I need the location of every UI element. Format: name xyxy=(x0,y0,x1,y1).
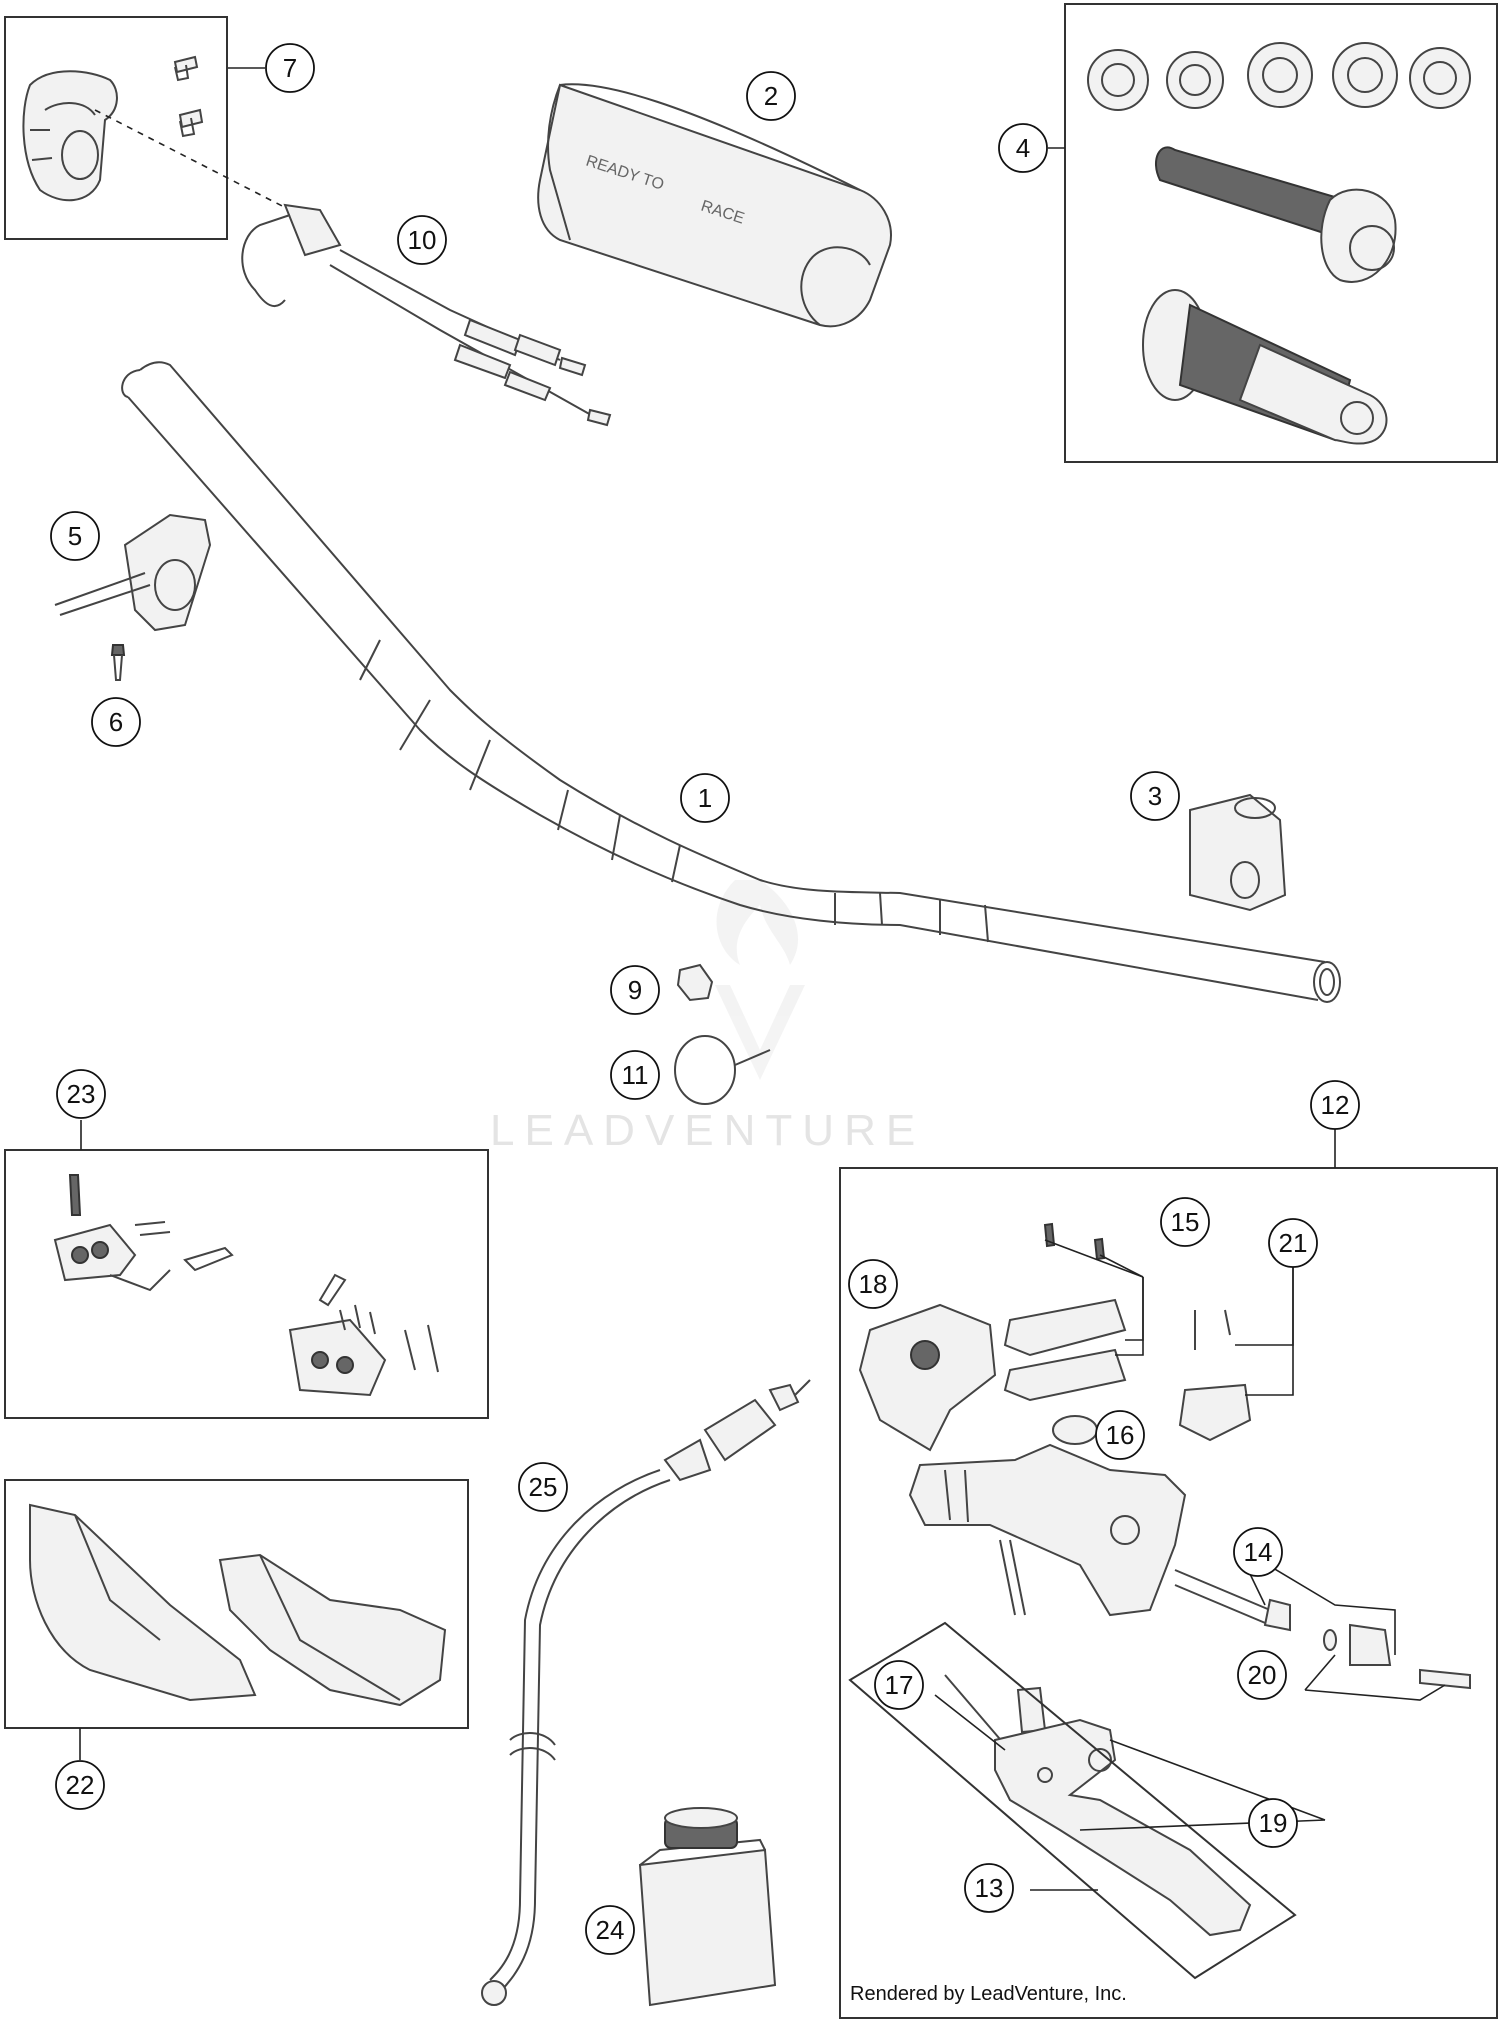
left-grip xyxy=(1142,289,1388,445)
callout-7: 7 xyxy=(265,43,315,93)
svg-text:14: 14 xyxy=(1244,1537,1273,1567)
right-grip xyxy=(1155,146,1397,283)
kit-frame-22 xyxy=(4,1479,469,1729)
svg-text:13: 13 xyxy=(975,1873,1004,1903)
svg-text:10: 10 xyxy=(408,225,437,255)
svg-text:6: 6 xyxy=(109,707,123,737)
svg-text:1: 1 xyxy=(698,783,712,813)
callout-9: 9 xyxy=(610,965,660,1015)
svg-text:12: 12 xyxy=(1321,1090,1350,1120)
callout-20: 20 xyxy=(1237,1650,1287,1700)
callout-23: 23 xyxy=(56,1069,106,1119)
svg-text:23: 23 xyxy=(67,1079,96,1109)
brake-fluid-bottle xyxy=(638,1807,777,2007)
callout-14: 14 xyxy=(1233,1527,1283,1577)
lever-sub-frame-13 xyxy=(848,1621,1297,1980)
callout-15: 15 xyxy=(1160,1197,1210,1247)
cable-tie xyxy=(674,1035,771,1105)
svg-text:7: 7 xyxy=(283,53,297,83)
brake-line xyxy=(481,1379,811,2006)
callout-18: 18 xyxy=(848,1259,898,1309)
callout-22: 22 xyxy=(55,1760,105,1810)
callout-19: 19 xyxy=(1248,1798,1298,1848)
svg-text:20: 20 xyxy=(1248,1660,1277,1690)
callout-13: 13 xyxy=(964,1863,1014,1913)
svg-text:2: 2 xyxy=(764,81,778,111)
bar-pad: READY TO RACE xyxy=(537,83,892,328)
hand-guards xyxy=(29,1503,447,1707)
svg-text:22: 22 xyxy=(66,1770,95,1800)
cable-clip xyxy=(676,963,714,1002)
svg-text:25: 25 xyxy=(529,1472,558,1502)
throttle-cables xyxy=(241,203,612,427)
housing-bolt xyxy=(173,55,204,138)
svg-text:19: 19 xyxy=(1259,1808,1288,1838)
callout-4: 4 xyxy=(998,123,1048,173)
svg-text:16: 16 xyxy=(1106,1420,1135,1450)
callout-6: 6 xyxy=(91,697,141,747)
handlebar xyxy=(121,361,1341,1003)
svg-text:17: 17 xyxy=(885,1670,914,1700)
svg-text:9: 9 xyxy=(628,975,642,1005)
callout-17: 17 xyxy=(874,1660,924,1710)
callout-3: 3 xyxy=(1130,771,1180,821)
kit-frame-7 xyxy=(4,16,228,240)
callout-24: 24 xyxy=(585,1905,635,1955)
svg-text:4: 4 xyxy=(1016,133,1030,163)
svg-text:24: 24 xyxy=(596,1915,625,1945)
callout-21: 21 xyxy=(1268,1218,1318,1268)
callout-11: 11 xyxy=(610,1050,660,1100)
callout-2: 2 xyxy=(746,71,796,121)
callout-16: 16 xyxy=(1095,1410,1145,1460)
callout-25: 25 xyxy=(518,1462,568,1512)
throttle-housing xyxy=(22,70,118,202)
callout-1: 1 xyxy=(680,773,730,823)
leader-lines xyxy=(79,67,1446,1891)
handguard-mount-left xyxy=(53,1174,234,1292)
master-cylinder-parts xyxy=(858,1222,1471,1937)
svg-text:5: 5 xyxy=(68,521,82,551)
svg-text:15: 15 xyxy=(1171,1207,1200,1237)
kit-frame-12 xyxy=(839,1167,1498,2019)
kit-frame-4 xyxy=(1064,3,1498,463)
handguard-mount-right xyxy=(288,1273,439,1397)
throttle-cam-set xyxy=(1087,42,1471,111)
kill-switch xyxy=(1189,793,1287,912)
clamp-screw xyxy=(110,644,126,681)
rendered-by-credit: Rendered by LeadVenture, Inc. xyxy=(850,1983,1127,2005)
watermark-text: LEADVENTURE xyxy=(490,1106,925,1155)
svg-text:3: 3 xyxy=(1148,781,1162,811)
kit-frame-23 xyxy=(4,1149,489,1419)
callout-12: 12 xyxy=(1310,1080,1360,1130)
svg-text:18: 18 xyxy=(859,1269,888,1299)
watermark-logo xyxy=(715,880,805,1080)
svg-text:11: 11 xyxy=(622,1060,649,1090)
callout-10: 10 xyxy=(397,215,447,265)
start-switch-clamp xyxy=(54,513,212,632)
svg-text:21: 21 xyxy=(1279,1228,1308,1258)
callout-5: 5 xyxy=(50,511,100,561)
